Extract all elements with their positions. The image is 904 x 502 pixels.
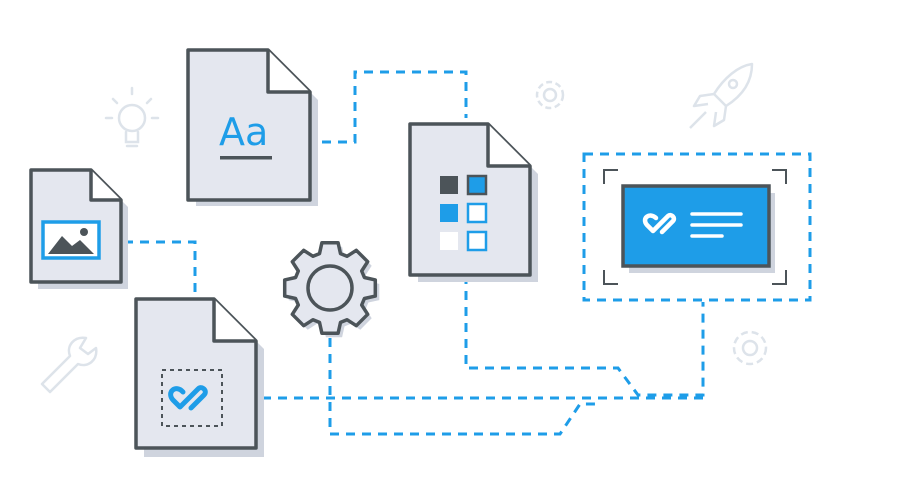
font-document: Aa [186, 48, 318, 206]
connector-gear-loop [328, 338, 600, 436]
small-gear-icon-bottom [732, 330, 768, 366]
output-frame [582, 152, 812, 302]
frame-corners [603, 169, 787, 285]
lightbulb-icon [104, 86, 160, 148]
connector-image-to-logo [124, 240, 197, 293]
text-lines-icon [690, 212, 743, 238]
output-card [603, 169, 787, 285]
brand-logo-icon [168, 385, 208, 411]
color-swatch-icon [440, 174, 488, 252]
logo-selection-frame [161, 369, 223, 427]
rocket-icon [689, 62, 754, 129]
wrench-icon [40, 336, 98, 394]
image-document [29, 168, 128, 289]
small-gear-icon-top [535, 80, 565, 110]
font-underline [220, 156, 272, 160]
card-brand-logo-icon [642, 212, 677, 235]
connectors [124, 70, 812, 436]
connector-font-to-swatch [322, 70, 468, 144]
font-sample-label: Aa [219, 110, 268, 154]
swatch-document [408, 122, 538, 282]
logo-document [134, 297, 264, 457]
image-icon [41, 220, 101, 260]
connector-swatch-to-card [464, 275, 705, 397]
gear-body [282, 240, 378, 336]
gear-icon [282, 240, 380, 338]
